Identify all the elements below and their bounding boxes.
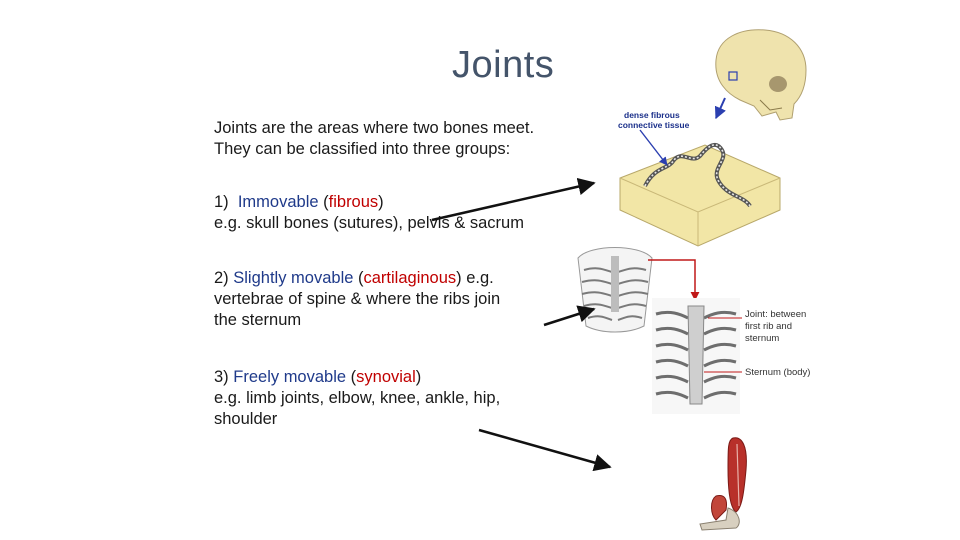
joint-example-start: e.g. [466, 269, 494, 287]
joint-type: synovial [356, 368, 416, 386]
paren-open: ( [350, 368, 357, 386]
joint-heading: 3) Freely movable (synovial) [214, 367, 574, 388]
skull-arrow [714, 97, 726, 120]
rib-cage-image [577, 247, 653, 333]
joint-name: Freely movable [233, 368, 347, 386]
joint-example-line: shoulder [214, 410, 278, 428]
joint-heading: 1) Immovable (fibrous) [214, 192, 574, 213]
rib-connector-arrow [648, 259, 700, 301]
skull-image [714, 29, 807, 121]
joint-item-immovable: 1) Immovable (fibrous) e.g. skull bones … [214, 192, 574, 234]
paren-close: ) [415, 368, 422, 386]
intro-line-1: Joints are the areas where two bones mee… [214, 119, 535, 137]
joint-example-line: e.g. limb joints, elbow, knee, ankle, hi… [214, 389, 501, 407]
joint-name: Immovable [237, 193, 319, 211]
paren-close: ) [456, 269, 462, 287]
intro-line-2: They can be classified into three groups… [214, 140, 511, 158]
arm-image [699, 437, 747, 531]
intro-text: Joints are the areas where two bones mee… [214, 118, 574, 160]
paren-close: ) [378, 193, 384, 211]
joint-example: e.g. skull bones (sutures), pelvis & sac… [214, 214, 524, 232]
joint-type: fibrous [328, 193, 379, 211]
arrow-to-cartilaginous [543, 305, 596, 327]
rib-label-line-2: first rib and [745, 321, 792, 332]
item-number: 2) [214, 269, 229, 287]
rib-label-line-1: Joint: between [745, 309, 806, 320]
joint-example-line: the sternum [214, 311, 302, 329]
joint-type: cartilaginous [363, 269, 457, 287]
sternum-label: Sternum (body) [745, 367, 810, 378]
item-number: 3) [214, 368, 229, 386]
arrow-to-fibrous [431, 177, 596, 222]
joint-name: Slightly movable [233, 269, 354, 287]
rib-label-line-3: sternum [745, 333, 779, 344]
fibrous-joint-image: dense fibrous connective tissue [618, 110, 781, 247]
item-number: 1) [214, 193, 229, 211]
joint-item-slightly-movable: 2) Slightly movable (cartilaginous) e.g.… [214, 268, 574, 331]
fibrous-label-line-2: connective tissue [618, 120, 690, 130]
joint-example-line: vertebrae of spine & where the ribs join [214, 290, 501, 308]
fibrous-label-line-1: dense fibrous [624, 110, 680, 120]
paren-open: ( [323, 193, 329, 211]
sternum-image: Joint: between first rib and sternum Ste… [652, 298, 810, 414]
joint-item-freely-movable: 3) Freely movable (synovial) e.g. limb j… [214, 367, 574, 430]
skull-highlight-box [728, 71, 738, 81]
slide-title: Joints [452, 44, 555, 86]
joint-heading: 2) Slightly movable (cartilaginous) e.g. [214, 268, 574, 289]
paren-open: ( [358, 269, 364, 287]
arrow-to-synovial [478, 428, 612, 472]
